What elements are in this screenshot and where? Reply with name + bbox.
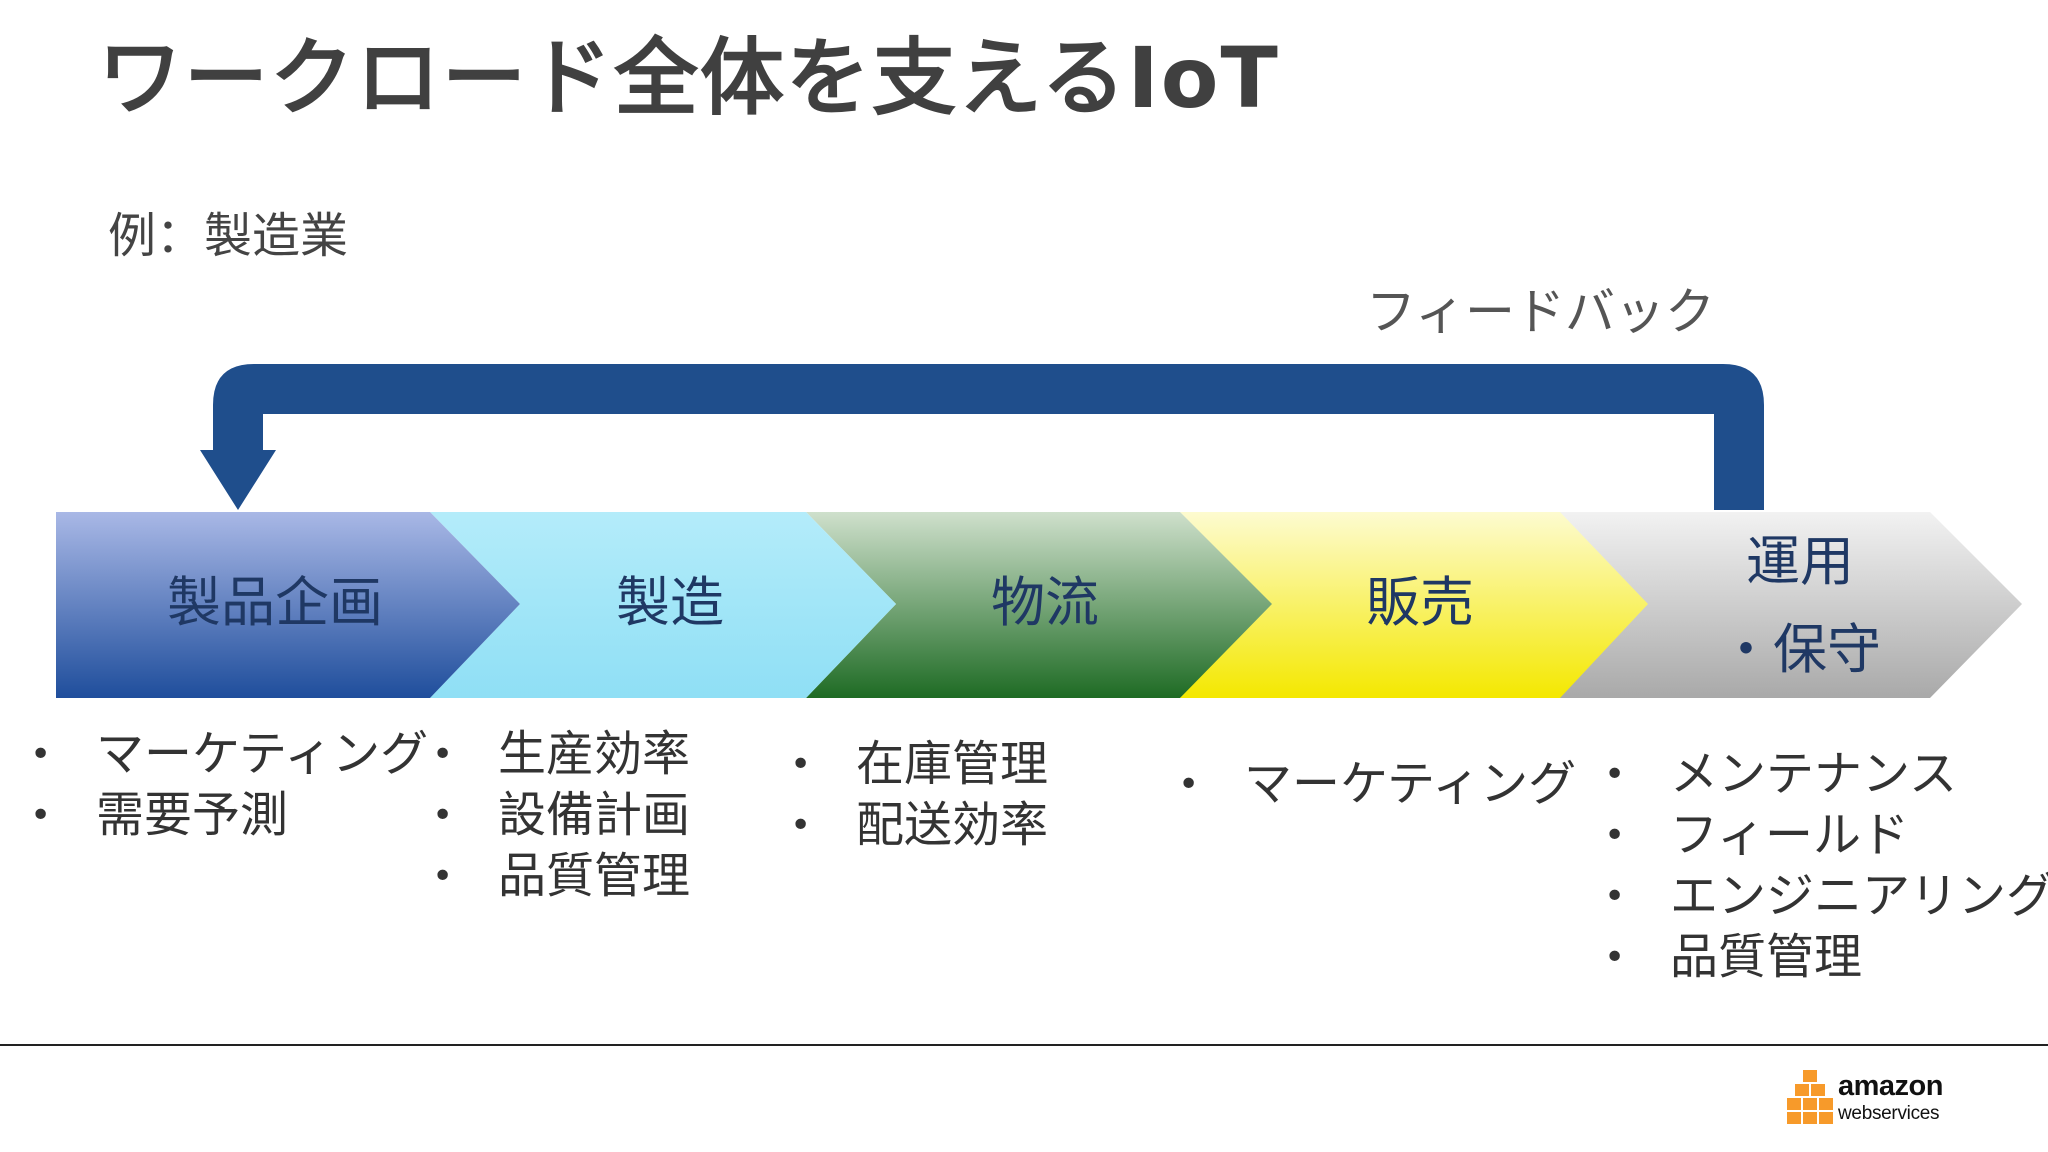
slide-subtitle: 例：製造業 <box>108 208 349 264</box>
detail-list-logistics: 在庫管理 配送効率 <box>790 734 1048 856</box>
detail-list-product-planning: マーケティング 需要予測 <box>30 724 428 846</box>
slide-title: ワークロード全体を支えるIoT <box>98 29 1280 127</box>
stage-label-manufacturing: 製造 <box>616 571 724 634</box>
list-item: 配送効率 <box>790 795 1048 856</box>
feedback-label: フィードバック <box>1366 283 1715 341</box>
aws-cubes-logo-icon <box>1787 1070 1833 1124</box>
stage-chevron-2 <box>430 512 896 698</box>
detail-list-sales: マーケティング <box>1178 754 1576 815</box>
list-item: マーケティング <box>1178 754 1576 815</box>
list-item: 品質管理 <box>1604 927 2048 988</box>
list-item: 設備計画 <box>432 785 690 846</box>
stage-chevron-5 <box>1560 512 2022 698</box>
list-item: エンジニアリング <box>1604 866 2048 927</box>
stage-label-operations-line2: ・保守 <box>1719 618 1881 681</box>
stage-label-operations-line1: 運用 <box>1746 530 1854 593</box>
stage-chevron-4 <box>1180 512 1648 698</box>
list-item: マーケティング <box>30 724 428 785</box>
aws-logo-name: amazon <box>1838 1070 1943 1102</box>
aws-logo: amazon webservices <box>1786 1068 1950 1132</box>
footer-divider <box>0 1044 2048 1046</box>
process-flow-diagram <box>56 364 2022 698</box>
list-item: メンテナンス <box>1604 744 2048 805</box>
stage-label-logistics: 物流 <box>991 571 1099 634</box>
stage-label-operations: 運用 ・保守 <box>1680 518 1920 694</box>
detail-list-manufacturing: 生産効率 設備計画 品質管理 <box>432 724 690 907</box>
stage-chevron-3 <box>806 512 1272 698</box>
stage-label-product-planning: 製品企画 <box>167 571 383 634</box>
list-item: 品質管理 <box>432 846 690 907</box>
detail-list-operations: メンテナンス フィールド エンジニアリング 品質管理 <box>1604 744 2048 988</box>
stage-chevron-1 <box>56 512 520 698</box>
stage-label-sales: 販売 <box>1366 571 1474 634</box>
list-item: フィールド <box>1604 805 2048 866</box>
feedback-arrow <box>200 364 1764 510</box>
list-item: 生産効率 <box>432 724 690 785</box>
list-item: 需要予測 <box>30 785 428 846</box>
list-item: 在庫管理 <box>790 734 1048 795</box>
aws-logo-subtext: webservices <box>1838 1103 1940 1124</box>
